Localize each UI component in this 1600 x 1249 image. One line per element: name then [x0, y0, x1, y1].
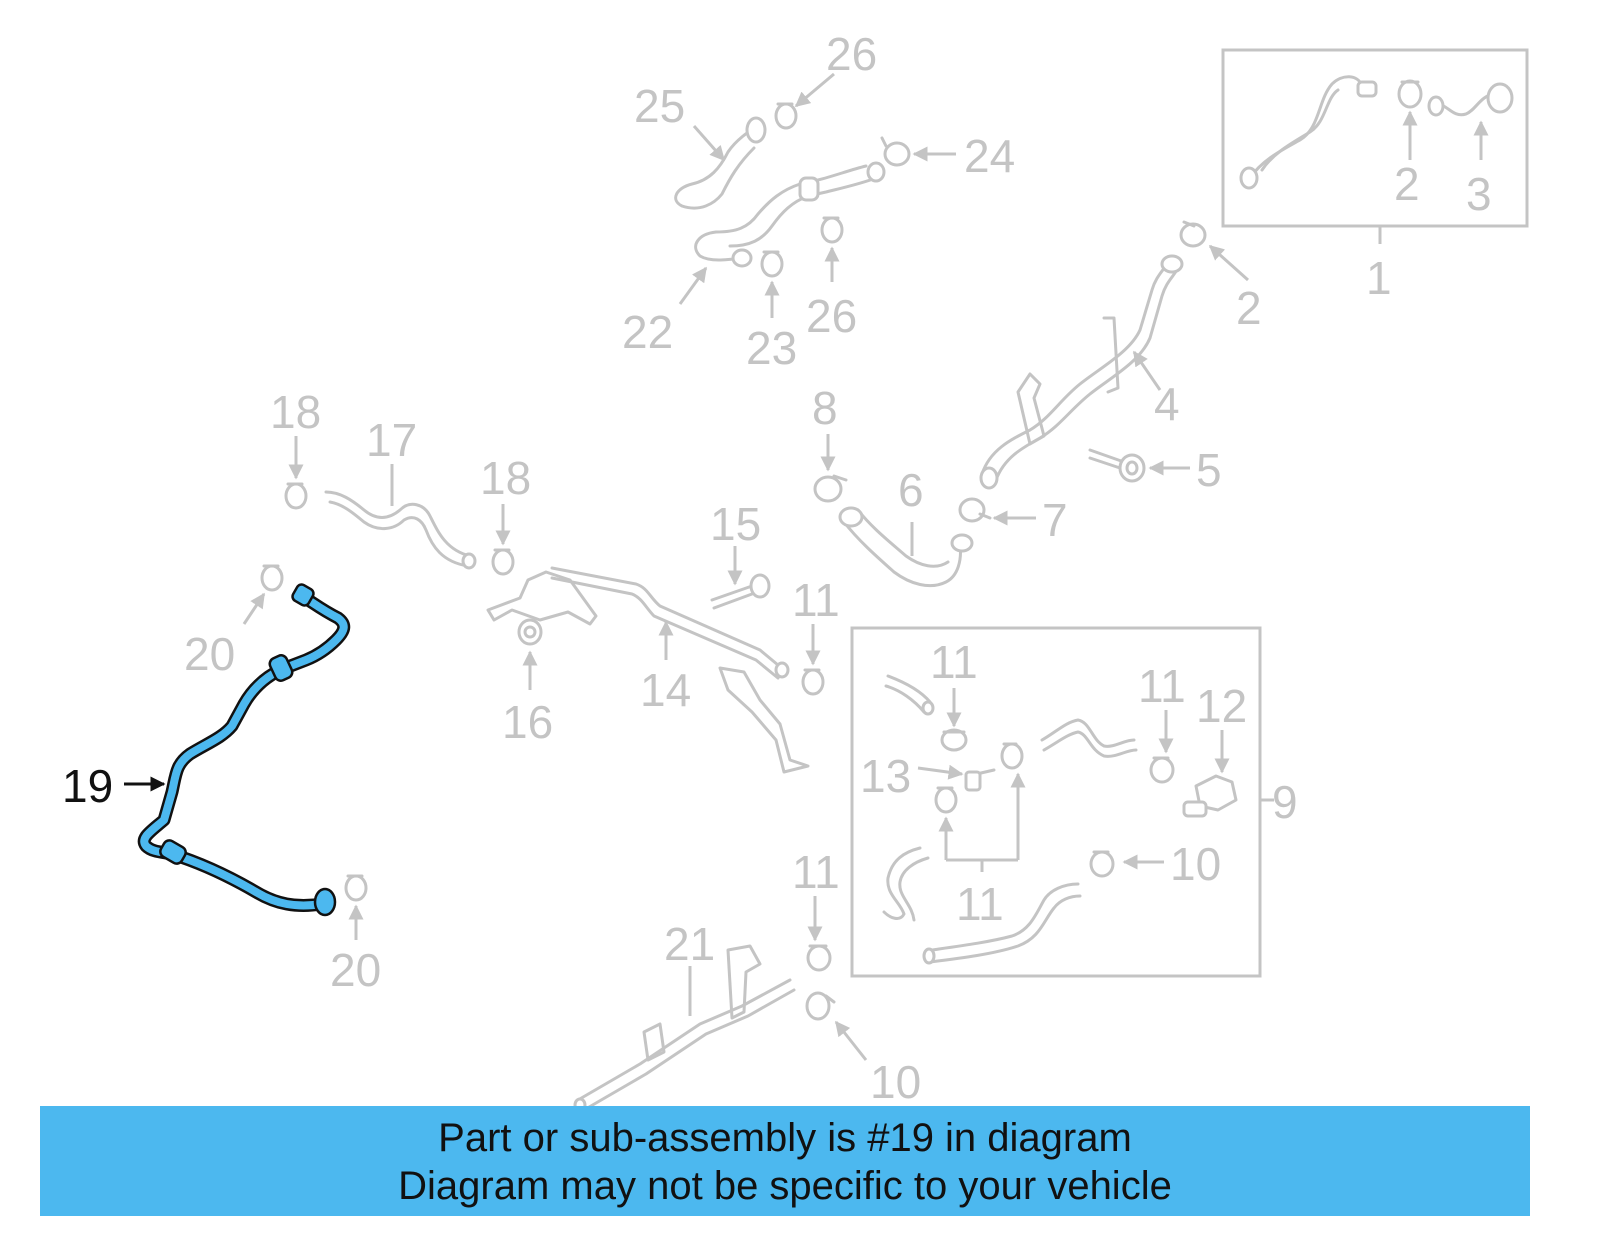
callout-25: 25 — [634, 80, 685, 132]
callout-4: 4 — [1154, 378, 1180, 430]
callout-18-right: 18 — [480, 452, 531, 504]
coolant-pipe-21-part — [573, 944, 796, 1113]
clamp-box9-left-part — [934, 786, 958, 814]
hose-box9-top-left-part — [884, 674, 935, 716]
clamp-10-bottom-part — [805, 991, 836, 1021]
clamp-24-part — [880, 136, 911, 167]
group-box-9 — [850, 626, 1262, 978]
clamp-20-top-part — [260, 564, 284, 592]
callout-24: 24 — [964, 130, 1015, 182]
clamp-2-top-part — [1397, 79, 1423, 109]
callout-2-mid: 2 — [1236, 282, 1262, 334]
clamp-11-mid-part — [801, 668, 825, 696]
fitting-13-part — [964, 768, 996, 792]
callout-13: 13 — [860, 750, 911, 802]
callout-11-box-top: 11 — [930, 636, 978, 688]
callout-18-left: 18 — [270, 386, 321, 438]
hose-6-part — [838, 506, 974, 588]
callout-21: 21 — [664, 918, 715, 970]
clamp-11-box-top-part — [940, 728, 968, 752]
clamp-8-part — [813, 474, 848, 503]
clamp-box9-right-part — [1000, 742, 1024, 770]
callout-8: 8 — [812, 382, 838, 434]
hose-17-part — [324, 490, 477, 570]
callout-9: 9 — [1272, 776, 1298, 828]
valve-12-part — [1182, 774, 1238, 818]
nut-16-part — [517, 618, 543, 646]
hose-22-part — [694, 161, 886, 268]
clamp-11-bottom-part — [806, 944, 832, 972]
callout-11-box-right: 11 — [1138, 660, 1186, 712]
hose-25-part — [674, 116, 767, 210]
banner-line-2: Diagram may not be specific to your vehi… — [398, 1164, 1172, 1208]
callout-10-box: 10 — [1170, 838, 1221, 890]
hose-box9-lower-right-part — [922, 882, 1082, 965]
callout-26-top: 26 — [826, 28, 877, 80]
callout-11-bottom: 11 — [792, 846, 840, 898]
banner-line-1: Part or sub-assembly is #19 in diagram — [438, 1116, 1132, 1160]
hose-1-part — [1239, 75, 1378, 190]
callout-11-box-bottom: 11 — [956, 878, 1004, 930]
callout-2-top: 2 — [1394, 158, 1420, 210]
callout-3: 3 — [1466, 168, 1492, 220]
hose-3-part — [1427, 82, 1514, 117]
clamp-10-box-part — [1089, 850, 1115, 878]
clamp-26-top-part — [774, 102, 798, 130]
clamp-26-low-part — [820, 216, 844, 244]
group-box-1 — [1221, 48, 1529, 228]
hose-19-part[interactable] — [137, 583, 351, 917]
callout-1: 1 — [1366, 252, 1392, 304]
callout-6: 6 — [898, 464, 924, 516]
callout-23: 23 — [746, 322, 797, 374]
clamp-2-mid-part — [1179, 220, 1207, 248]
clamp-7-part — [958, 497, 992, 523]
hose-box9-upper-right-part — [1040, 718, 1138, 758]
coolant-pipe-14-part — [486, 566, 810, 774]
clamp-23-part — [760, 250, 784, 278]
clamp-11-box-right-part — [1149, 756, 1175, 784]
callout-20-top: 20 — [184, 628, 235, 680]
coolant-pipe-4-part — [979, 254, 1184, 490]
clamp-20-bottom-part — [344, 874, 368, 902]
callout-16: 16 — [502, 696, 553, 748]
callout-7: 7 — [1042, 494, 1068, 546]
callout-22: 22 — [622, 306, 673, 358]
callout-12: 12 — [1196, 680, 1247, 732]
callout-11-mid: 11 — [792, 574, 840, 626]
bolt-15-part — [710, 573, 771, 610]
callout-5: 5 — [1196, 444, 1222, 496]
bolt-5-part — [1088, 448, 1146, 483]
callout-17: 17 — [366, 414, 417, 466]
callout-15: 15 — [710, 498, 761, 550]
callout-20-bottom: 20 — [330, 944, 381, 996]
clamp-18-left-part — [284, 482, 308, 510]
info-banner: Part or sub-assembly is #19 in diagram D… — [40, 1106, 1530, 1216]
callout-26-low: 26 — [806, 290, 857, 342]
callout-10-bottom: 10 — [870, 1056, 921, 1108]
hose-box9-lower-left-part — [882, 846, 930, 922]
callout-19: 19 — [62, 760, 113, 812]
clamp-18-right-part — [491, 548, 515, 576]
callout-14: 14 — [640, 664, 691, 716]
